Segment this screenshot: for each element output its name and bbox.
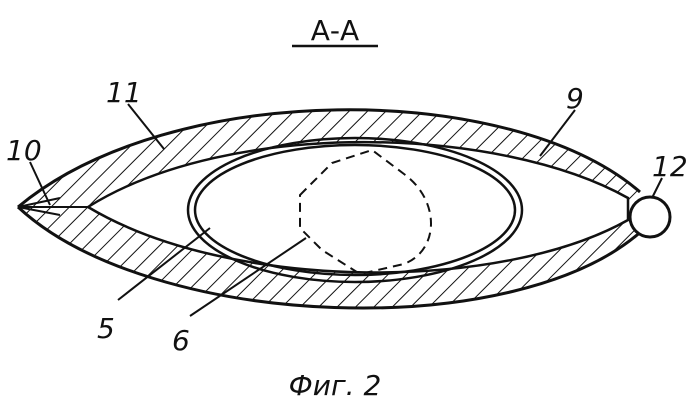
label-6: 6	[172, 324, 190, 357]
label-10: 10	[6, 134, 42, 167]
label-9: 9	[566, 82, 584, 115]
label-5: 5	[97, 312, 115, 345]
label-11: 11	[106, 76, 142, 109]
label-12: 12	[652, 150, 688, 183]
section-title: А-А	[311, 14, 359, 47]
trailing-edge-rod	[630, 197, 670, 237]
figure-caption: Фиг. 2	[289, 369, 382, 402]
